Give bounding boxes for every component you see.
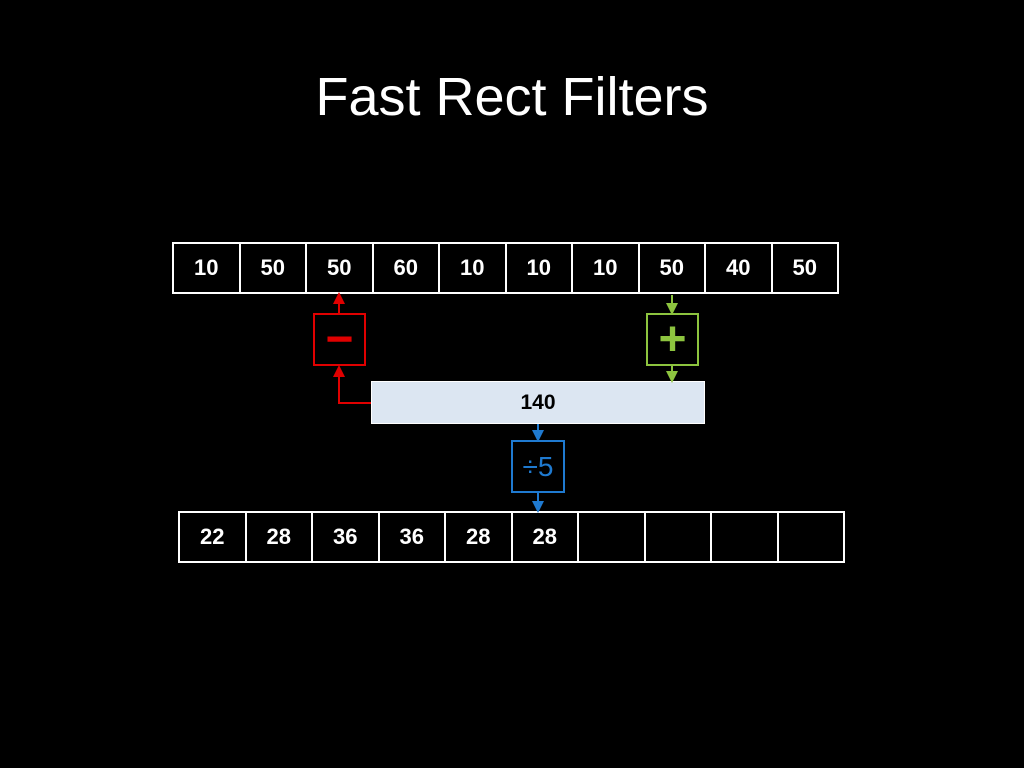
output-cell: 28 — [446, 511, 513, 563]
slide-title: Fast Rect Filters — [315, 67, 709, 127]
input-cell: 50 — [307, 242, 374, 294]
input-cell: 10 — [506, 242, 573, 294]
input-cell: 50 — [240, 242, 307, 294]
input-cell: 50 — [772, 242, 839, 294]
output-array: 22 28 36 36 28 28 — [178, 511, 845, 563]
output-cell — [579, 511, 646, 563]
running-sum-bar: 140 — [371, 381, 705, 424]
output-cell — [645, 511, 712, 563]
output-cell — [778, 511, 845, 563]
output-cell: 28 — [512, 511, 579, 563]
divide-operator-box: ÷5 — [511, 440, 565, 493]
output-cell: 28 — [246, 511, 313, 563]
subtract-operator-box: − — [313, 313, 366, 366]
input-cell: 40 — [706, 242, 773, 294]
output-cell: 36 — [313, 511, 380, 563]
input-cell: 10 — [174, 242, 241, 294]
input-cell: 10 — [573, 242, 640, 294]
input-cell: 50 — [639, 242, 706, 294]
add-operator-box: + — [646, 313, 699, 366]
output-cell: 36 — [379, 511, 446, 563]
input-cell: 60 — [373, 242, 440, 294]
input-cell: 10 — [440, 242, 507, 294]
sum-to-subtract-arrow — [333, 365, 371, 404]
output-cell: 22 — [180, 511, 247, 563]
input-array: 10 50 50 60 10 10 10 50 40 50 — [172, 242, 839, 294]
output-cell — [712, 511, 779, 563]
